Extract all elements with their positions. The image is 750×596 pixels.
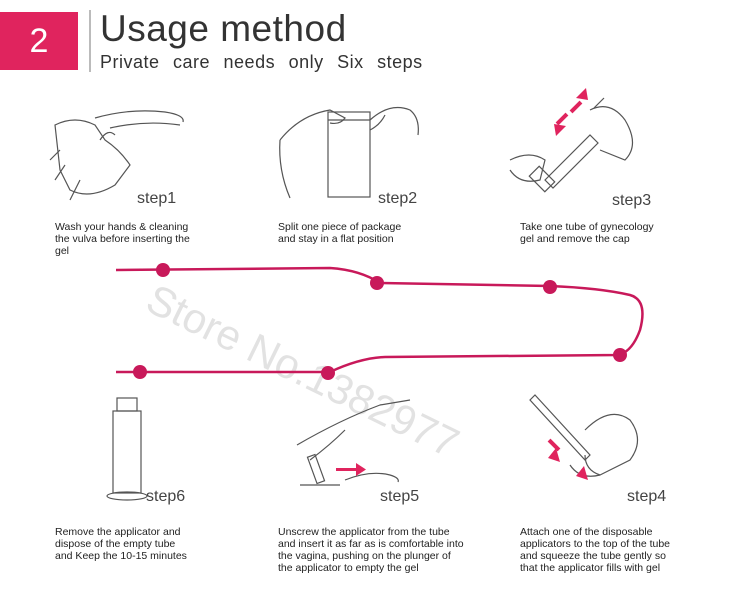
step1-description: Wash your hands & cleaning the vulva bef… [55, 221, 190, 257]
step3-arrows-icon [554, 88, 588, 136]
step5-description: Unscrew the applicator from the tube and… [278, 526, 464, 574]
step5-insertion-illustration [296, 399, 411, 486]
step4-description: Attach one of the disposable applicators… [520, 526, 671, 574]
step2-package-illustration [279, 107, 419, 199]
step3-description: Take one tube of gynecology gel and remo… [520, 221, 654, 245]
step2-description: Split one piece of package and stay in a… [278, 221, 402, 245]
header-divider [89, 10, 91, 72]
step6-label: step6 [146, 488, 186, 505]
step4-label: step4 [627, 488, 667, 505]
step5-label: step5 [380, 488, 420, 505]
step6-tube-illustration [106, 397, 148, 501]
step5-arrow-icon [336, 463, 366, 476]
step4-applicator-illustration [529, 394, 639, 477]
step3-label: step3 [612, 192, 652, 209]
step-connector-dots [133, 263, 627, 380]
step3-tube-illustration [509, 97, 634, 193]
step6-description: Remove the applicator and dispose of the… [55, 526, 187, 562]
step-number-badge: 2 [0, 12, 78, 70]
page-subtitle: Private care needs only Six steps [100, 52, 423, 72]
step1-hands-illustration [49, 110, 184, 201]
step1-label: step1 [137, 190, 177, 207]
page-title: Usage method [100, 8, 347, 49]
step2-label: step2 [378, 190, 418, 207]
step4-arrows-icon [547, 438, 588, 480]
